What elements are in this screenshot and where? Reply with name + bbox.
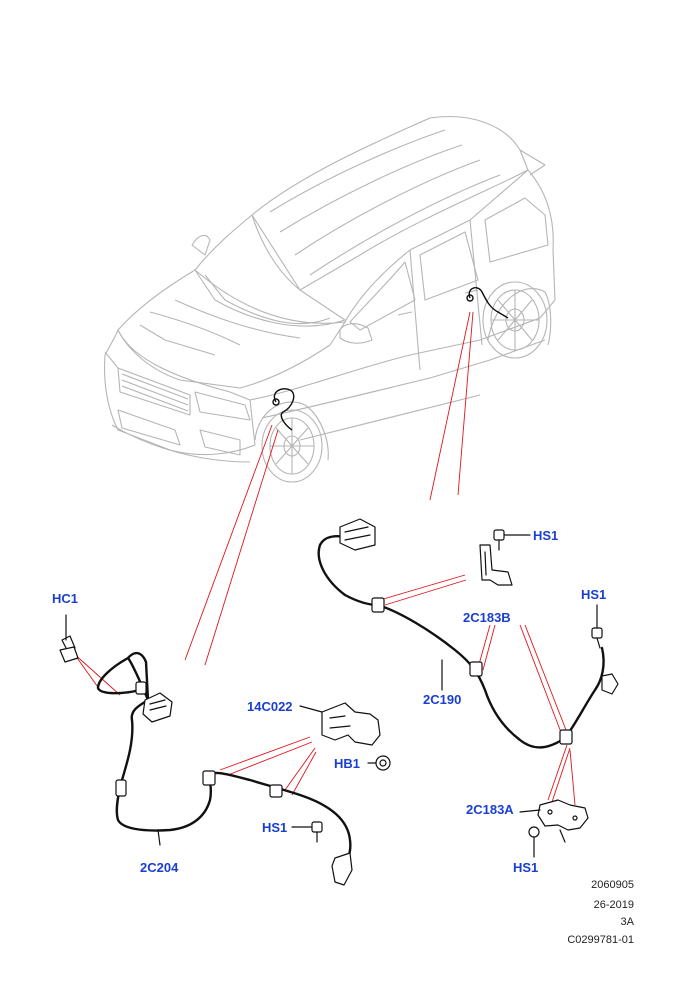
reference-code: C0299781-01 (567, 934, 634, 946)
hs1-bolt-right (591, 604, 603, 649)
vehicle-outline (104, 116, 556, 483)
part-lines (59, 518, 619, 886)
callout-2c204[interactable]: 2C204 (140, 860, 179, 875)
bracket-2c183b (479, 544, 513, 586)
callout-2c183b[interactable]: 2C183B (463, 610, 511, 625)
reference-date: 26-2019 (593, 899, 634, 911)
hs1-bolt-bottom (528, 826, 540, 858)
callout-hb1[interactable]: HB1 (334, 756, 361, 771)
callout-hs1-left[interactable]: HS1 (262, 820, 288, 835)
reference-number: 2060905 (591, 879, 634, 891)
bracket-2c183a (519, 799, 589, 843)
callout-hs1-bottom[interactable]: HS1 (513, 860, 539, 875)
callout-2c183a[interactable]: 2C183A (466, 802, 514, 817)
hs1-bolt-top (493, 529, 531, 551)
hc1-clip (59, 614, 79, 663)
harness-2c204 (96, 651, 353, 886)
harness-2c190 (317, 518, 619, 749)
hs1-bolt-left (291, 821, 323, 843)
reference-revision: 3A (620, 916, 634, 928)
vehicle-sensor-harness (272, 287, 509, 431)
callout-hc1[interactable]: HC1 (52, 591, 79, 606)
leader-lines (69, 311, 576, 806)
callout-hs1-top[interactable]: HS1 (533, 528, 559, 543)
bracket-14c022 (299, 702, 381, 746)
callout-hs1-right[interactable]: HS1 (581, 587, 607, 602)
callout-14c022[interactable]: 14C022 (247, 699, 293, 714)
hb1-nut (367, 755, 391, 771)
callout-2c190[interactable]: 2C190 (423, 692, 462, 707)
